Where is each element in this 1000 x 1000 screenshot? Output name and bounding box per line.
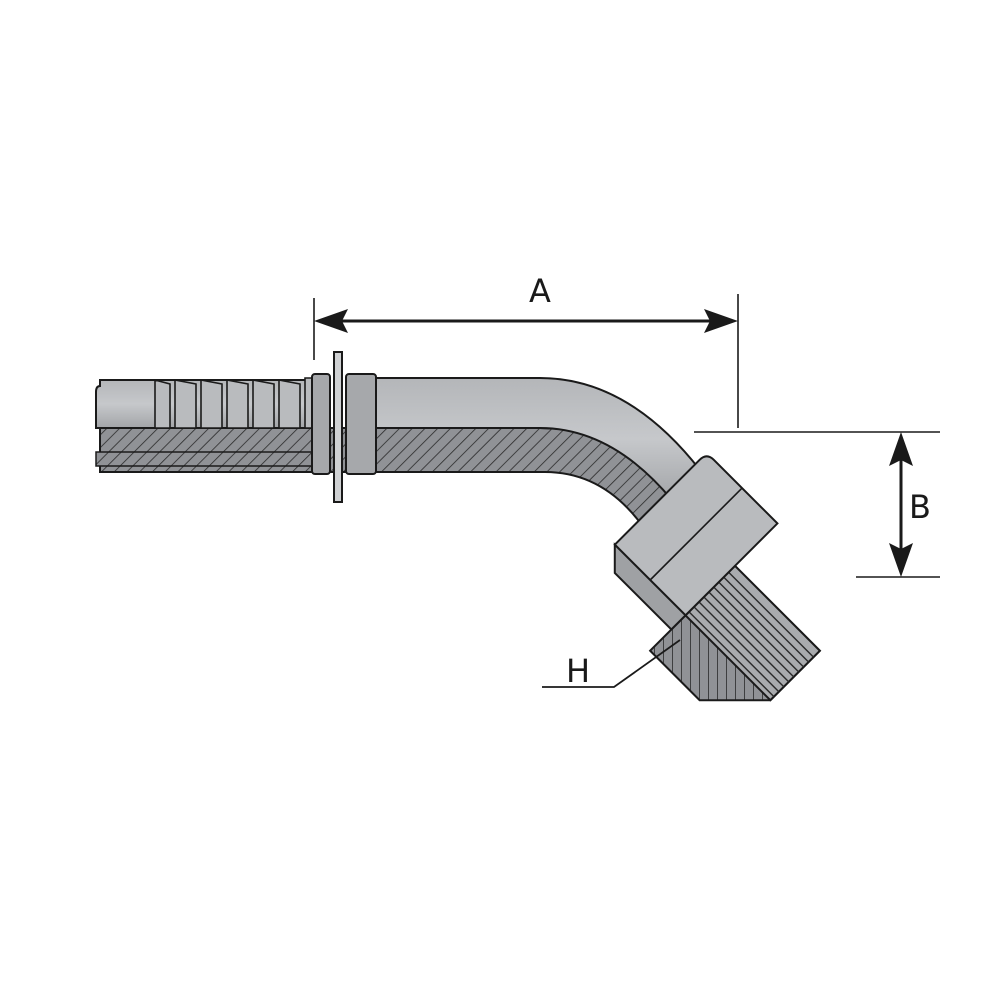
dimension-b: B <box>694 431 940 578</box>
dimension-b-label: B <box>909 488 931 526</box>
leader-h-label: H <box>566 652 590 690</box>
dimension-a: A <box>313 272 739 428</box>
dimension-a-label: A <box>529 272 551 310</box>
thread <box>684 564 822 702</box>
collar <box>311 351 377 503</box>
swivel-nut <box>613 455 822 702</box>
tail-teeth <box>95 451 331 467</box>
hose-tail <box>95 377 331 467</box>
leader-h: H <box>542 639 681 690</box>
